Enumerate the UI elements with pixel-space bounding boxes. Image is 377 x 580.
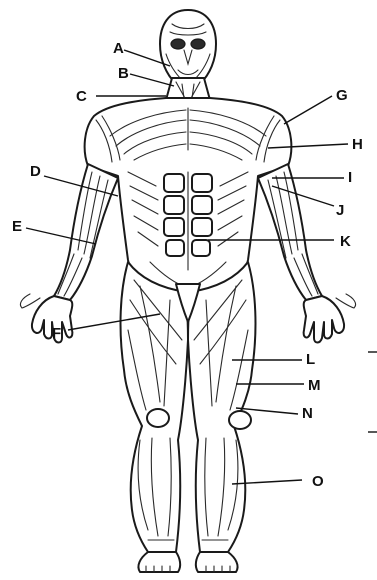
right-hand <box>304 294 356 343</box>
label-e: E <box>12 218 22 235</box>
label-j: J <box>336 202 344 219</box>
label-h: H <box>352 136 363 153</box>
label-d: D <box>30 163 41 180</box>
right-leg <box>188 262 255 552</box>
label-g: G <box>336 87 348 104</box>
label-a: A <box>113 40 124 57</box>
head <box>160 10 216 89</box>
label-o: O <box>312 473 324 490</box>
label-b: B <box>118 65 129 82</box>
label-n: N <box>302 405 313 422</box>
label-i: I <box>348 169 352 186</box>
torso <box>85 98 292 296</box>
label-m: M <box>308 377 321 394</box>
neck <box>166 78 210 100</box>
label-l: L <box>306 351 315 368</box>
label-c: C <box>76 88 87 105</box>
left-foot <box>138 552 180 572</box>
label-k: K <box>340 233 351 250</box>
left-hand <box>20 294 72 343</box>
left-leg <box>121 262 188 552</box>
left-arm <box>54 164 118 300</box>
right-arm <box>258 164 322 300</box>
right-foot <box>196 552 238 572</box>
leader-line-b <box>130 74 174 86</box>
leader-line-g <box>284 96 332 124</box>
label-f: F <box>52 325 61 342</box>
